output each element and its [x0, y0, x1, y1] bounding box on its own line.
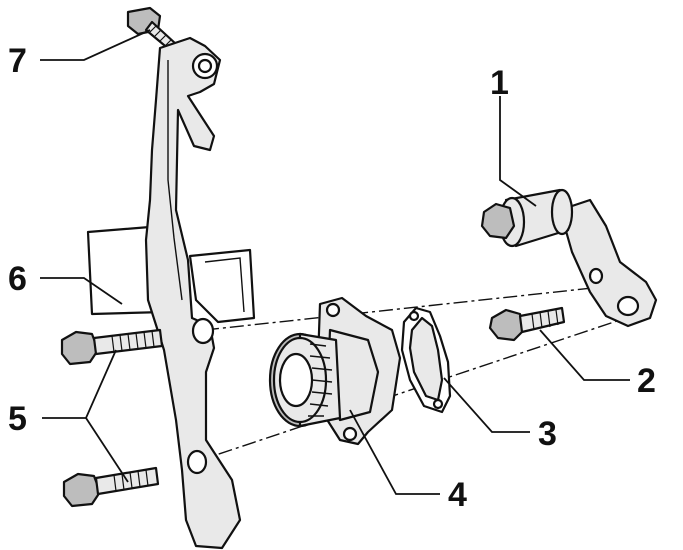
- part-7-top-bolt: [126, 6, 178, 52]
- leader-2: [539, 329, 630, 381]
- callout-7: 7: [8, 42, 27, 80]
- part-3-gasket: [400, 306, 452, 414]
- leader-3: [443, 377, 530, 433]
- leader-1: [499, 96, 537, 207]
- part-6-cover-bracket: [86, 36, 256, 550]
- callout-2: 2: [637, 362, 656, 400]
- leader-7: [40, 29, 151, 61]
- leader-5-lower: [85, 417, 129, 483]
- part-2-bolt: [488, 306, 566, 342]
- callout-6: 6: [8, 260, 27, 298]
- part-5-lower-bolt: [62, 466, 160, 508]
- alignment-axes: [194, 284, 621, 463]
- callout-1: 1: [490, 64, 509, 102]
- leader-4: [349, 409, 440, 495]
- callout-4: 4: [448, 476, 467, 514]
- callout-5: 5: [8, 400, 27, 438]
- part-5-upper-bolt: [60, 328, 164, 366]
- part-4-water-pump: [268, 296, 402, 446]
- part-1-tensioner-arm: [480, 188, 658, 328]
- leader-lines: [40, 29, 630, 495]
- upper-alignment-axis: [204, 284, 621, 331]
- leader-6: [40, 277, 123, 305]
- callout-3: 3: [538, 415, 557, 453]
